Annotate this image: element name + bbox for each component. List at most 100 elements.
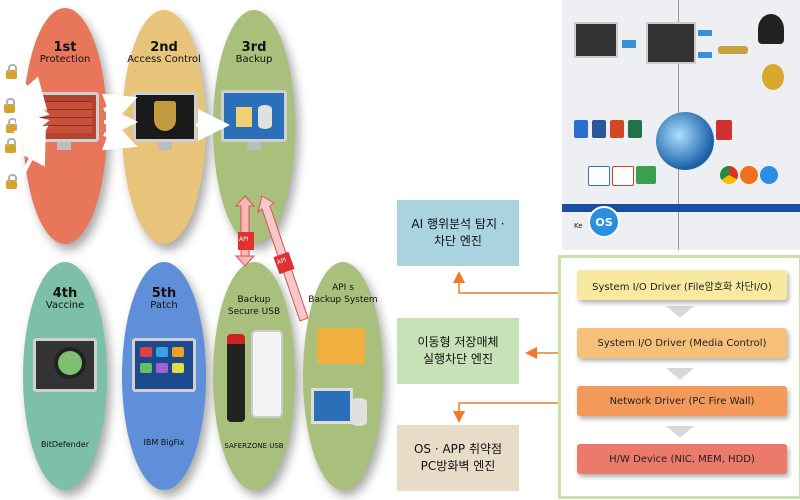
stage-connectors (13, 76, 309, 322)
outlook-icon (574, 120, 588, 138)
stage-title: Protection (39, 54, 91, 65)
smartphone-icon (251, 330, 283, 418)
connector-to-os (453, 402, 558, 423)
os-badge: OS (588, 206, 620, 238)
engine-os-box: OS · APP 취약점 PC방화벽 엔진 (397, 425, 519, 491)
mail-icon (588, 166, 610, 186)
magnifier-icon (54, 347, 86, 379)
monitor-stand (247, 142, 261, 150)
lock-icon (4, 98, 15, 113)
blue-band (562, 204, 800, 212)
forward-arrow-icon (622, 40, 636, 48)
api-tag-right (273, 251, 295, 275)
app-tile-icon (172, 363, 184, 373)
engine-ai-line2: 차단 엔진 (434, 234, 482, 248)
layer-arrows (666, 306, 694, 438)
api-tag-left (238, 232, 254, 250)
monitor-stand (158, 142, 172, 150)
word-icon (592, 120, 606, 138)
gold-coin-icon (762, 64, 784, 90)
stage-patch-disc: 5th Patch IBM BigFix (122, 262, 206, 490)
lock-icon (6, 64, 17, 79)
document-icon (236, 107, 252, 127)
os-badge-label: OS (595, 215, 613, 229)
stage-number: 4th (52, 286, 78, 301)
key-icon (718, 46, 748, 54)
app-tile-icon (172, 347, 184, 357)
flow-arrow (101, 93, 138, 124)
stage-caption: SAFERZONE USB (224, 442, 284, 450)
exchange-arrow-icon (698, 52, 712, 58)
flow-arrow (15, 92, 50, 125)
app-tile-icon (140, 347, 152, 357)
powerpoint-icon (610, 120, 624, 138)
flow-arrow (14, 112, 50, 144)
stage-caption: BitDefender (40, 440, 90, 449)
engine-os-line1: OS · APP 취약점 (413, 442, 503, 456)
engine-os-line2: PC방화벽 엔진 (420, 459, 496, 473)
message-icon (636, 166, 656, 184)
engine-ai-box: AI 행위분석 탐지 · 차단 엔진 (397, 200, 519, 266)
app-tile-icon (140, 363, 152, 373)
locked-monitor-icon (646, 22, 696, 64)
flow-arrow (14, 76, 48, 111)
app-tile-icon (156, 347, 168, 357)
chrome-icon (720, 166, 738, 184)
api-arrow-left-down (234, 255, 256, 267)
down-arrow-icon (666, 426, 694, 438)
vaccine-monitor (33, 338, 97, 392)
desktop-monitor-icon (574, 22, 618, 58)
app-tile-icon (156, 363, 168, 373)
flow-arrow (16, 130, 46, 184)
layer-system-io-media: System I/O Driver (Media Control) (577, 328, 787, 358)
stage-api-backup-disc: API s Backup System (303, 262, 383, 490)
firefox-icon (740, 166, 758, 184)
down-arrow-icon (666, 306, 694, 318)
globe-icon (656, 112, 714, 170)
stage-secure-usb-disc: Backup Secure USB SAFERZONE USB (213, 262, 295, 490)
shield-icon (154, 101, 176, 131)
stage-number: 5th (151, 286, 177, 301)
layer-network-driver: Network Driver (PC Fire Wall) (577, 386, 787, 416)
exchange-arrow-icon (698, 30, 712, 36)
pdf-icon (716, 120, 732, 140)
down-arrow-icon (666, 368, 694, 380)
usb-drive-icon (227, 334, 245, 422)
stage-title-line1: API s (332, 283, 354, 293)
stage-caption: IBM BigFix (143, 438, 185, 447)
stage-title-line1: Backup (237, 295, 271, 305)
ie-icon (760, 166, 778, 184)
stage-title: Access Control (127, 54, 201, 65)
patch-monitor (132, 338, 196, 392)
connector-to-ai (453, 271, 558, 294)
engine-media-line2: 실행차단 엔진 (422, 352, 494, 366)
stage-number: 2nd (150, 40, 178, 55)
stage-number: 3rd (241, 40, 267, 55)
database-icon (258, 105, 272, 129)
system-overview-panel: OS Ke (562, 0, 800, 250)
stage-title: Backup (235, 54, 273, 65)
stage-access-control-disc: 2nd Access Control (122, 10, 206, 244)
engine-connectors (453, 271, 558, 423)
engine-media-box: 이동형 저장매체 실행차단 엔진 (397, 318, 519, 384)
stage-title-line2: Backup System (308, 295, 378, 305)
document-stack-icon (317, 328, 365, 364)
hacker-icon (758, 14, 784, 44)
lock-icon (6, 174, 17, 189)
engine-media-line1: 이동형 저장매체 (417, 335, 499, 349)
stage-title: Patch (150, 300, 178, 311)
stage-title-line2: Secure USB (227, 307, 281, 317)
excel-icon (628, 120, 642, 138)
monitor-stand (57, 142, 71, 150)
layer-system-io-file: System I/O Driver (File암호화 차단I/O) (577, 270, 787, 300)
stage-number: 1st (53, 40, 77, 55)
access-monitor (133, 92, 197, 142)
flow-arrow (101, 120, 138, 151)
stage-vaccine-disc: 4th Vaccine BitDefender (23, 262, 107, 490)
driver-stack-panel: System I/O Driver (File암호화 차단I/O) System… (558, 255, 800, 499)
gmail-icon (612, 166, 634, 186)
database-icon (351, 398, 367, 426)
stage-title: Vaccine (45, 300, 85, 311)
backup-monitor (221, 90, 287, 142)
api-tag-left-label: API (239, 236, 249, 243)
